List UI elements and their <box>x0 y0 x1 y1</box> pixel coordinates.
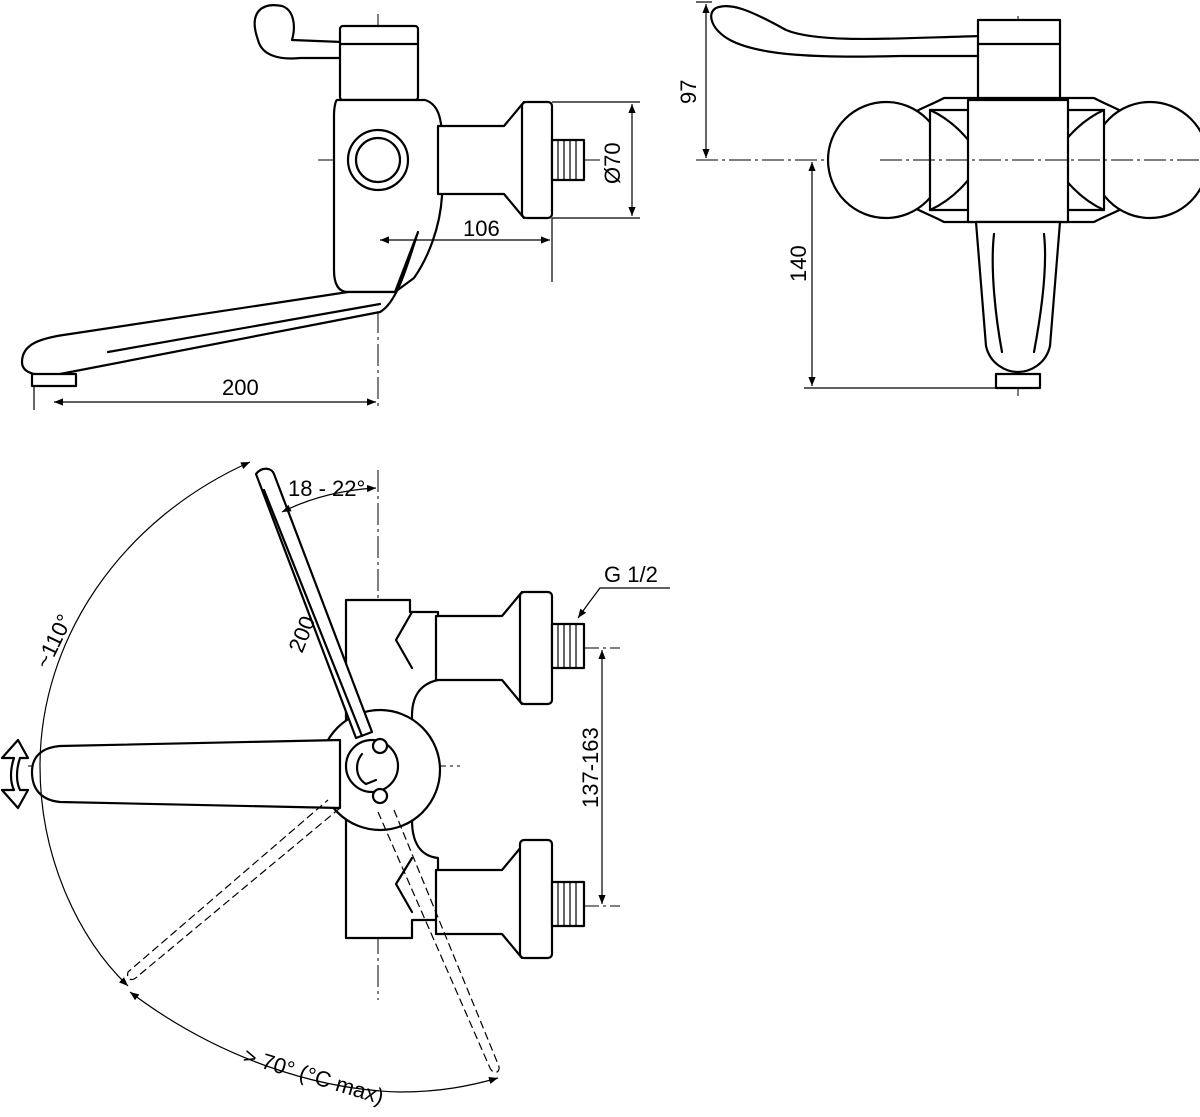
wall-flange <box>520 100 554 220</box>
dim-thread: G 1/2 <box>604 562 658 587</box>
lever-handle-icon <box>253 4 344 60</box>
lever-position-cold <box>127 799 341 981</box>
lever-top <box>254 467 374 740</box>
upper-stub <box>550 622 586 670</box>
dim-lever-angle: 18 - 22° <box>288 476 365 501</box>
threaded-stub <box>550 138 586 182</box>
mixer-body <box>332 98 444 294</box>
dim-flange-diameter: Ø70 <box>600 142 625 184</box>
dim-inlet-offset: 106 <box>463 216 500 241</box>
dim-temp-angle: > 70° (°C max) <box>241 1043 387 1109</box>
aerator <box>30 372 78 388</box>
lower-stub <box>550 880 586 928</box>
cartridge-cap-front <box>976 18 1062 102</box>
upper-flange <box>518 590 554 706</box>
swivel-spout <box>30 738 342 810</box>
dim-spout-length: 200 <box>222 375 259 400</box>
front-view: 97 140 <box>676 1 1200 396</box>
dim-swivel-angle: ~110° <box>30 610 77 672</box>
central-body-front <box>966 98 1070 224</box>
swivel-arrow-icon <box>356 752 378 786</box>
top-view: 18 - 22° 200 ~110° G 1/2 137-163 > 70° (… <box>0 461 670 1109</box>
aerator-front <box>994 372 1042 390</box>
inlet-arm <box>436 100 526 220</box>
dim-handle-height: 97 <box>676 80 701 104</box>
spout-front <box>974 220 1062 374</box>
side-view: Ø70 106 200 <box>20 4 640 410</box>
upper-inlet-arm <box>434 590 524 706</box>
cartridge-cap <box>338 24 420 102</box>
spout <box>20 230 420 377</box>
lower-flange <box>518 838 554 960</box>
dim-spout-height: 140 <box>786 245 811 282</box>
dim-inlet-centers: 137-163 <box>578 727 603 808</box>
lower-inlet-arm <box>434 844 524 960</box>
lever-handle-icon-front <box>710 4 984 58</box>
rotate-arrow-icon <box>0 738 30 810</box>
